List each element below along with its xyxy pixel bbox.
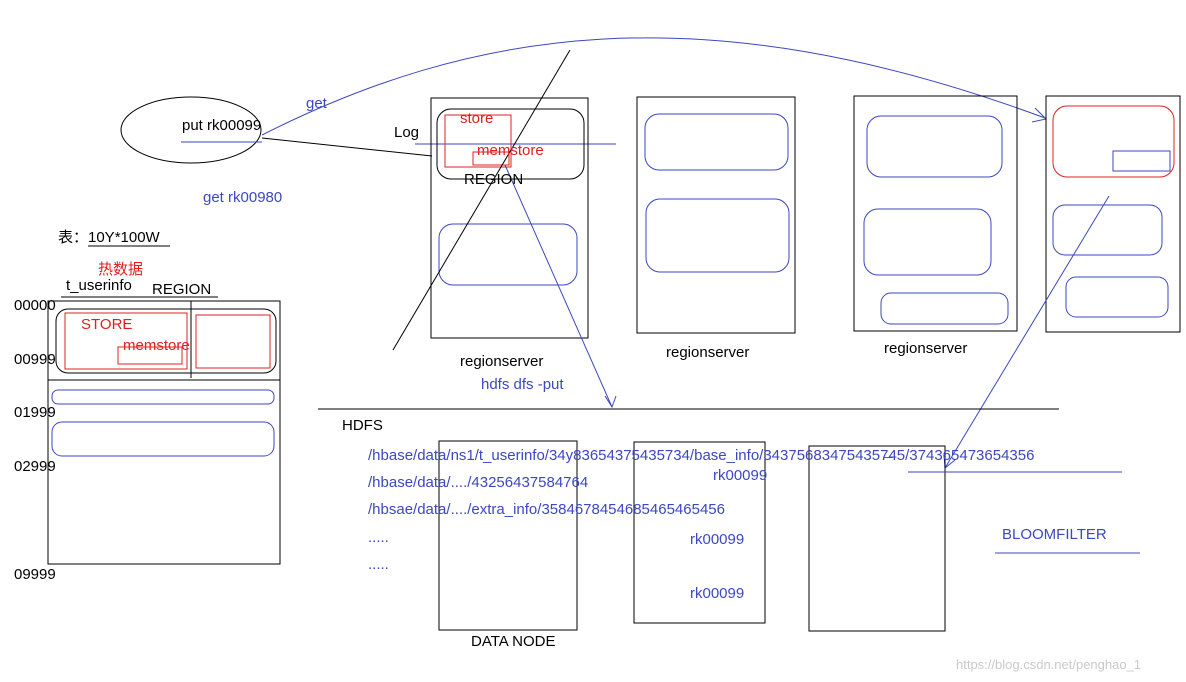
table-memstore-box <box>117 346 183 365</box>
hot-data-label: 热数据 <box>98 261 144 278</box>
regionserver2-label: regionserver <box>666 344 750 361</box>
rk-label: rk00099 <box>690 585 745 602</box>
table-region-bar2 <box>51 421 275 457</box>
get-rk-label: get rk00980 <box>203 189 283 206</box>
put-label: put rk00099 <box>182 117 262 134</box>
bloomfilter-arrow <box>944 195 1110 469</box>
regionserver1-box <box>430 97 589 339</box>
regionserver3-box <box>853 95 1018 332</box>
watermark: https://blog.csdn.net/penghao_1 <box>956 657 1142 672</box>
regionserver1-label: regionserver <box>460 353 544 370</box>
rs4-memstore-box <box>1112 150 1171 172</box>
table-store-left <box>64 312 188 370</box>
rs1-region-label: REGION <box>464 171 524 188</box>
regionserver4-box <box>1045 95 1181 333</box>
rs1-region-outline <box>436 108 585 180</box>
get-label: get <box>306 95 327 112</box>
rs2-region2 <box>645 198 790 273</box>
rs1-region2 <box>438 223 578 286</box>
rs1-memstore-box <box>472 151 510 166</box>
hdfs-title: HDFS <box>342 417 383 434</box>
table-store-label: STORE <box>81 316 133 333</box>
datanode2-box <box>633 441 766 624</box>
hdfs-put-label: hdfs dfs -put <box>481 376 564 393</box>
client-ellipse <box>120 96 262 164</box>
rs1-memstore-label: memstore <box>477 142 544 159</box>
table-store-outline <box>55 308 277 374</box>
log-label: Log <box>394 124 420 141</box>
datanode3-box <box>808 445 946 632</box>
rs3-region2 <box>863 208 992 276</box>
row-key-label: 02999 <box>14 458 56 475</box>
table-title: 表：10Y*100W <box>58 229 160 246</box>
get-arc-arrowhead <box>1031 107 1048 123</box>
row-key-label: 01999 <box>14 404 56 421</box>
table-region-box <box>47 300 281 565</box>
bloomfilter-label: BLOOMFILTER <box>1002 526 1107 543</box>
rk-label: rk00099 <box>713 467 768 484</box>
hdfs-path: /hbase/data/ns1/t_userinfo/34y8365437543… <box>368 447 1035 464</box>
table-region-label: REGION <box>152 281 212 298</box>
table-memstore-label: memstore <box>123 337 190 354</box>
rs2-region1 <box>644 113 789 171</box>
flush-arrowhead <box>604 395 617 409</box>
rs1-store-box <box>444 114 512 168</box>
datanode1-box <box>438 440 578 631</box>
rk-label: rk00099 <box>690 531 745 548</box>
data-node-label: DATA NODE <box>471 633 556 650</box>
table-name: t_userinfo <box>66 277 132 294</box>
hdfs-path: /hbase/data/..../43256437584764 <box>368 474 589 491</box>
get-arc-arrow <box>261 37 1046 136</box>
hdfs-path: /hbsae/data/..../extra_info/358467845468… <box>368 501 725 518</box>
rs3-region3 <box>880 292 1009 325</box>
rs1-store-label: store <box>460 110 494 127</box>
hdfs-path: ..... <box>368 529 389 546</box>
memstore-flush-line <box>504 164 613 408</box>
cross-line <box>392 49 571 351</box>
table-region-bar1 <box>51 389 275 405</box>
rs4-region3 <box>1065 276 1169 318</box>
regionserver3-label: regionserver <box>884 340 968 357</box>
hdfs-path: ..... <box>368 556 389 573</box>
rs3-region1 <box>866 115 1003 178</box>
rs4-region2 <box>1052 204 1163 256</box>
row-key-label: 00999 <box>14 351 56 368</box>
put-to-log-line <box>261 137 433 157</box>
regionserver2-box <box>636 96 796 334</box>
row-key-label: 09999 <box>14 566 56 583</box>
rs4-region1 <box>1052 105 1175 178</box>
table-store-right <box>195 314 271 369</box>
row-key-label: 00000 <box>14 297 56 314</box>
